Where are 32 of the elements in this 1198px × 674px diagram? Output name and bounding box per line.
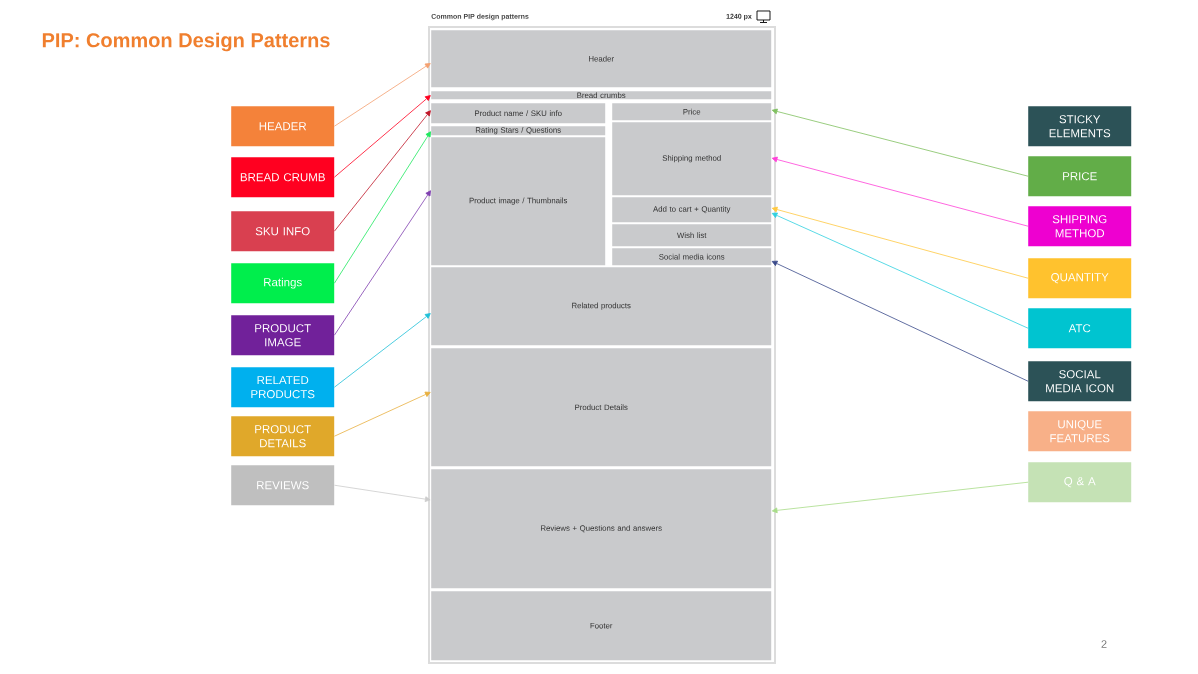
label-box: RELATED PRODUCTS bbox=[231, 367, 335, 408]
page-number: 2 bbox=[1101, 640, 1107, 648]
arrow bbox=[771, 260, 1029, 382]
arrow bbox=[771, 212, 1029, 329]
arrow bbox=[334, 95, 431, 178]
slide-title: PIP: Common Design Patterns bbox=[42, 32, 330, 52]
arrow bbox=[334, 391, 431, 437]
label-box: Ratings bbox=[231, 263, 335, 304]
arrow bbox=[334, 313, 431, 388]
label-box: ATC bbox=[1028, 308, 1132, 349]
arrow bbox=[334, 63, 431, 127]
arrow bbox=[334, 110, 431, 232]
label-box: HEADER bbox=[231, 106, 335, 147]
label-box: SKU INFO bbox=[231, 211, 335, 252]
label-box: UNIQUE FEATURES bbox=[1028, 411, 1132, 452]
arrow bbox=[334, 190, 431, 336]
label-box: PRICE bbox=[1028, 156, 1132, 197]
arrow bbox=[771, 481, 1029, 514]
label-box: Q & A bbox=[1028, 462, 1132, 503]
arrow bbox=[334, 484, 431, 502]
arrow bbox=[334, 131, 431, 284]
label-box: PRODUCT IMAGE bbox=[231, 315, 335, 356]
label-box: REVIEWS bbox=[231, 465, 335, 506]
label-box: PRODUCT DETAILS bbox=[231, 416, 335, 457]
arrow bbox=[771, 206, 1029, 279]
arrow bbox=[771, 108, 1029, 177]
label-box: SHIPPING METHOD bbox=[1028, 206, 1132, 247]
label-box: SOCIAL MEDIA ICON bbox=[1028, 361, 1132, 402]
arrow bbox=[771, 156, 1029, 227]
label-box: STICKY ELEMENTS bbox=[1028, 106, 1132, 147]
label-box: QUANTITY bbox=[1028, 258, 1132, 299]
label-box: BREAD CRUMB bbox=[231, 157, 335, 198]
